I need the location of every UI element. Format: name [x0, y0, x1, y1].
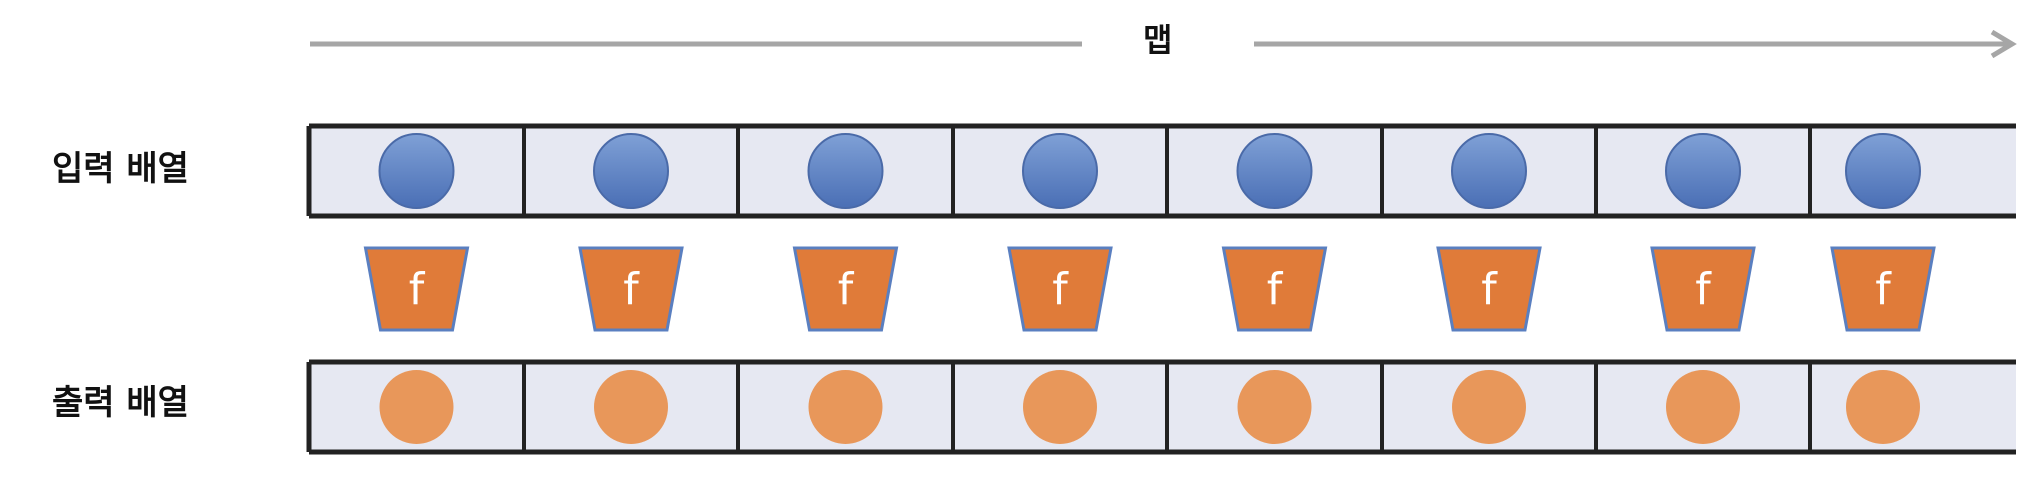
map-title: 맵: [1143, 21, 1173, 59]
input-array-cell: [524, 126, 738, 216]
input-array-label: 입력 배열: [52, 149, 189, 189]
function-box: f: [1436, 246, 1542, 332]
input-element-circle: [807, 133, 884, 209]
function-trapezoid: [1007, 246, 1113, 332]
function-trapezoid: [1436, 246, 1542, 332]
function-trapezoid: [578, 246, 684, 332]
function-label: f: [409, 264, 426, 315]
input-array-cell: [738, 126, 953, 216]
input-array-cell: [1810, 126, 2016, 216]
output-element-circle: [1846, 370, 1920, 444]
input-element-circle: [1236, 133, 1313, 209]
input-element-circle: [1451, 133, 1527, 209]
output-array-cell: [1382, 362, 1596, 452]
function-box: f: [1650, 246, 1756, 332]
input-element-circle: [1665, 133, 1741, 209]
output-element-circle: [379, 370, 454, 444]
function-box: f: [578, 246, 684, 332]
output-array-cell: [1810, 362, 2016, 452]
output-array-cell: [309, 362, 524, 452]
input-element-circle: [1022, 133, 1098, 209]
function-label: f: [623, 264, 640, 315]
function-label: f: [1052, 264, 1069, 315]
input-array-cell: [309, 126, 524, 216]
function-label: f: [838, 264, 855, 315]
input-array-cell: [1382, 126, 1596, 216]
function-box: f: [1221, 246, 1328, 332]
map-arrow-head: [1990, 29, 2017, 59]
output-array-cell: [1596, 362, 1810, 452]
function-box: f: [1007, 246, 1113, 332]
output-element-circle: [1666, 370, 1740, 444]
input-array: [306, 123, 2016, 219]
function-label: f: [1875, 264, 1892, 315]
function-trapezoid: [363, 246, 470, 332]
input-element-circle: [593, 133, 669, 209]
function-label: f: [1481, 264, 1498, 315]
function-label: f: [1267, 264, 1284, 315]
map-arrow: [310, 29, 2017, 59]
output-array-cell: [953, 362, 1167, 452]
function-box: f: [363, 246, 470, 332]
input-array-cell: [1167, 126, 1382, 216]
function-trapezoid: [1650, 246, 1756, 332]
function-label: f: [1695, 264, 1712, 315]
output-element-circle: [1023, 370, 1097, 444]
function-box: f: [1830, 246, 1936, 332]
function-trapezoid: [1221, 246, 1328, 332]
input-array-cell: [953, 126, 1167, 216]
function-box: f: [792, 246, 899, 332]
output-array: [306, 359, 2016, 455]
output-element-circle: [808, 370, 883, 444]
output-element-circle: [1452, 370, 1526, 444]
input-array-cell: [1596, 126, 1810, 216]
output-array-cell: [738, 362, 953, 452]
input-element-circle: [378, 133, 455, 209]
output-array-cell: [1167, 362, 1382, 452]
output-element-circle: [594, 370, 668, 444]
function-trapezoid: [792, 246, 899, 332]
function-trapezoid: [1830, 246, 1936, 332]
output-element-circle: [1237, 370, 1312, 444]
input-element-circle: [1845, 133, 1921, 209]
output-array-label: 출력 배열: [52, 383, 189, 423]
output-array-cell: [524, 362, 738, 452]
